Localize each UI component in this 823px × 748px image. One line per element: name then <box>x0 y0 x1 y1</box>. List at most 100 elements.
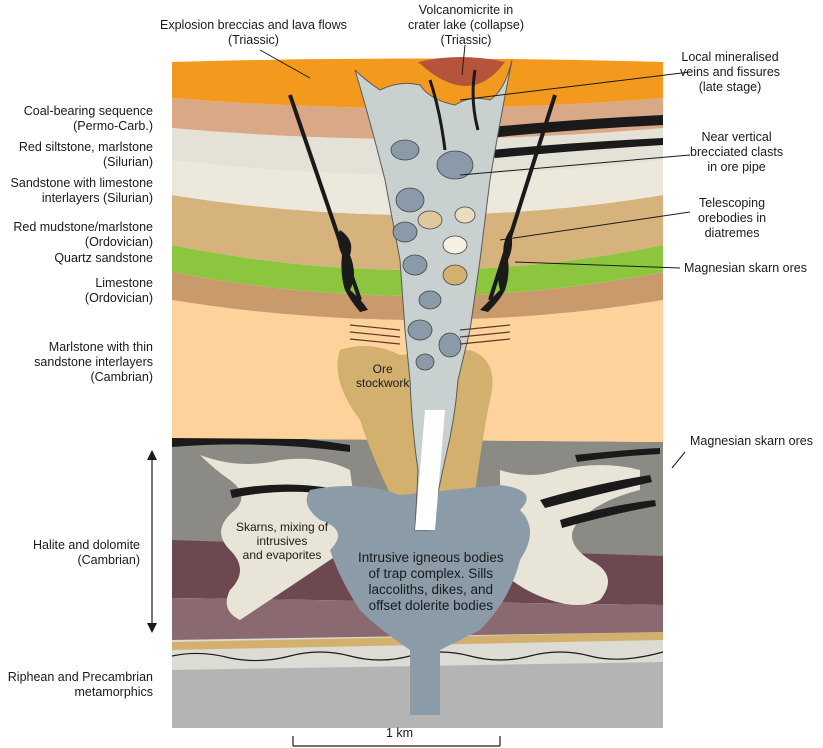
label-line: Halite and dolomite <box>32 538 140 552</box>
explosion-breccia-layer <box>172 58 663 108</box>
label-line: of trap complex. Sills <box>368 566 494 581</box>
label-skarns-mixing: Skarns, mixing of intrusives and evapori… <box>236 520 328 562</box>
telescoping-lines <box>349 331 401 338</box>
arrowhead-down-icon <box>147 623 157 633</box>
crater-vein <box>428 79 447 151</box>
label-line: Near vertical <box>701 130 772 144</box>
scale-bar-label: 1 km <box>386 726 414 740</box>
telescoping-lines <box>459 324 511 331</box>
arrowhead-up-icon <box>147 450 157 460</box>
label-line: Telescoping <box>699 196 766 210</box>
label-line: brecciated clasts <box>690 145 784 159</box>
label-line: veins and fissures <box>680 65 781 79</box>
breccia-clast <box>436 150 474 180</box>
coal-seam-lower <box>490 138 663 158</box>
label-line: (Triassic) <box>227 33 279 47</box>
breccia-clast <box>417 210 443 230</box>
intrusive-igneous-body <box>306 485 530 715</box>
label-limestone: Limestone (Ordovician) <box>85 276 153 306</box>
telescoping-lines <box>459 338 511 345</box>
leader-skarn-lower <box>671 451 686 469</box>
breccia-clast <box>418 290 442 310</box>
mineralised-vein-right <box>488 94 557 301</box>
label-line: sandstone interlayers <box>34 355 153 369</box>
breccia-clast <box>438 332 462 358</box>
label-line: interlayers (Silurian) <box>41 191 153 205</box>
breccia-clast <box>402 254 428 276</box>
label-line: (Triassic) <box>440 33 492 47</box>
label-volcanomicrite: Volcanomicrite in crater lake (collapse)… <box>408 3 524 48</box>
breccia-clast <box>415 353 435 371</box>
telescoping-lines <box>349 338 401 345</box>
label-line: Magnesian skarn ores <box>684 261 807 275</box>
label-magnesian-skarn-lower: Magnesian skarn ores <box>690 434 813 449</box>
label-line: crater lake (collapse) <box>408 18 525 32</box>
label-line: stockwork <box>356 376 410 390</box>
label-red-siltstone: Red siltstone, marlstone (Silurian) <box>19 140 153 170</box>
label-line: orebodies in <box>698 211 767 225</box>
label-riphean: Riphean and Precambrian metamorphics <box>8 670 153 700</box>
leader-skarn-upper <box>514 261 681 269</box>
skarn-pod-right <box>480 230 513 312</box>
label-line: Volcanomicrite in <box>418 3 514 17</box>
label-line: Limestone <box>95 276 153 290</box>
label-line: (Cambrian) <box>77 553 140 567</box>
label-line: (late stage) <box>698 80 762 94</box>
pipe-white-core <box>415 410 445 530</box>
telescoping-lines <box>459 331 511 338</box>
label-line: Red mudstone/marlstone <box>13 220 153 234</box>
breccia-clast <box>390 139 420 161</box>
label-intrusive-bodies: Intrusive igneous bodies of trap complex… <box>358 550 504 614</box>
label-local-veins: Local mineralised veins and fissures (la… <box>680 50 780 95</box>
leader-telescoping <box>499 211 691 241</box>
breccia-clast <box>395 187 425 213</box>
skarn-ore-streak-4 <box>560 500 656 528</box>
crater-lake-volcanomicrite <box>418 57 505 86</box>
label-halite-dolomite: Halite and dolomite (Cambrian) <box>33 538 140 568</box>
label-line: intrusives <box>256 534 308 548</box>
label-line: Intrusive igneous bodies <box>358 550 504 565</box>
label-line: Explosion breccias and lava flows <box>160 18 347 32</box>
label-line: Skarns, mixing of <box>236 520 329 534</box>
breccia-clast <box>407 319 433 341</box>
leader-local-veins <box>459 71 691 101</box>
label-sandstone-limestone: Sandstone with limestone interlayers (Si… <box>11 176 153 206</box>
label-line: in ore pipe <box>707 160 766 174</box>
label-line: metamorphics <box>74 685 154 699</box>
label-line: diatremes <box>704 226 760 240</box>
label-line: and evaporites <box>242 548 322 562</box>
label-marlstone: Marlstone with thin sandstone interlayer… <box>34 340 153 385</box>
label-line: Quartz sandstone <box>54 251 153 265</box>
label-red-mudstone: Red mudstone/marlstone (Ordovician) <box>13 220 153 250</box>
label-ore-stockwork: Ore stockwork <box>356 362 409 390</box>
label-line: (Cambrian) <box>90 370 153 384</box>
leader-near-vertical <box>459 154 691 176</box>
label-line: (Permo-Carb.) <box>73 119 153 133</box>
skarn-ore-streak-1 <box>172 435 350 452</box>
label-coal-bearing: Coal-bearing sequence (Permo-Carb.) <box>24 104 153 134</box>
label-line: Coal-bearing sequence <box>23 104 153 118</box>
label-line: laccoliths, dikes, and <box>368 582 494 597</box>
label-explosion-breccias: Explosion breccias and lava flows (Trias… <box>160 18 347 48</box>
skarn-ore-streak-2 <box>230 484 330 498</box>
skarn-mixing-zone-right <box>500 465 640 605</box>
skarn-ore-streak-5 <box>575 448 660 462</box>
breccia-clast <box>442 235 468 255</box>
label-magnesian-skarn-upper: Magnesian skarn ores <box>684 261 807 276</box>
leader-volcanomicrite <box>461 44 466 76</box>
telescoping-lines <box>349 324 401 331</box>
skarn-pod-left <box>337 230 368 312</box>
label-line: Local mineralised <box>681 50 779 64</box>
breccia-clast <box>454 206 476 224</box>
label-quartz-sandstone: Quartz sandstone <box>54 251 153 266</box>
label-line: Sandstone with limestone <box>10 176 153 190</box>
label-line: (Silurian) <box>102 155 153 169</box>
label-line: Magnesian skarn ores <box>690 434 813 448</box>
breccia-clast <box>392 221 418 243</box>
coal-seam-upper <box>460 115 663 140</box>
label-line: offset dolerite bodies <box>368 598 493 613</box>
label-line: (Ordovician) <box>84 291 153 305</box>
label-line: (Ordovician) <box>84 235 153 249</box>
breccia-clast <box>442 264 468 286</box>
